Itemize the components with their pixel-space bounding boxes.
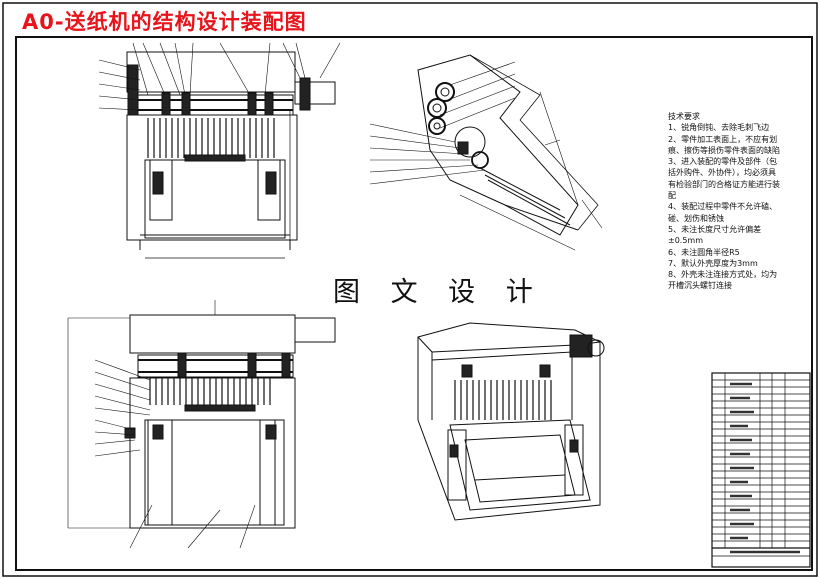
isometric-view <box>417 322 605 521</box>
top-view-leaders <box>94 359 256 549</box>
drawing-frame <box>15 36 813 571</box>
tech-req-item: 6、未注圆角半径R5 <box>668 247 740 257</box>
side-view-leaders <box>369 61 516 185</box>
title-block <box>711 372 811 568</box>
tech-req-item: 3、进入装配的零件及部件（包括外购件、外协件），均必须具有检验部门的合格证方能进… <box>668 157 780 201</box>
tech-req-item: 2、零件加工表面上，不应有划痕、擦伤等损伤零件表面的缺陷 <box>668 134 780 155</box>
front-view <box>126 51 336 259</box>
tech-req-item: 1、锐角倒钝、去除毛刺飞边 <box>668 123 770 133</box>
drawing-title: A0-送纸机的结构设计装配图 <box>22 10 307 34</box>
tech-req-item: 8、外壳未注连接方式处，均为开槽沉头螺钉连接 <box>668 270 778 291</box>
watermark-text: 图 文 设 计 <box>333 277 544 308</box>
tech-req-item: 4、装配过程中零件不允许磕、碰、划伤和锈蚀 <box>668 202 778 223</box>
tech-req-heading: 技术要求 <box>668 112 700 121</box>
tech-req-item: 5、未注长度尺寸允许偏差±0.5mm <box>668 224 762 246</box>
top-view <box>67 300 336 529</box>
tech-req-item: 7、默认外壳厚度为3mm <box>668 258 758 268</box>
front-view-leaders <box>98 42 341 111</box>
technical-requirements: 技术要求 1、锐角倒钝、去除毛刺飞边 2、零件加工表面上，不应有划痕、擦伤等损伤… <box>668 111 780 292</box>
